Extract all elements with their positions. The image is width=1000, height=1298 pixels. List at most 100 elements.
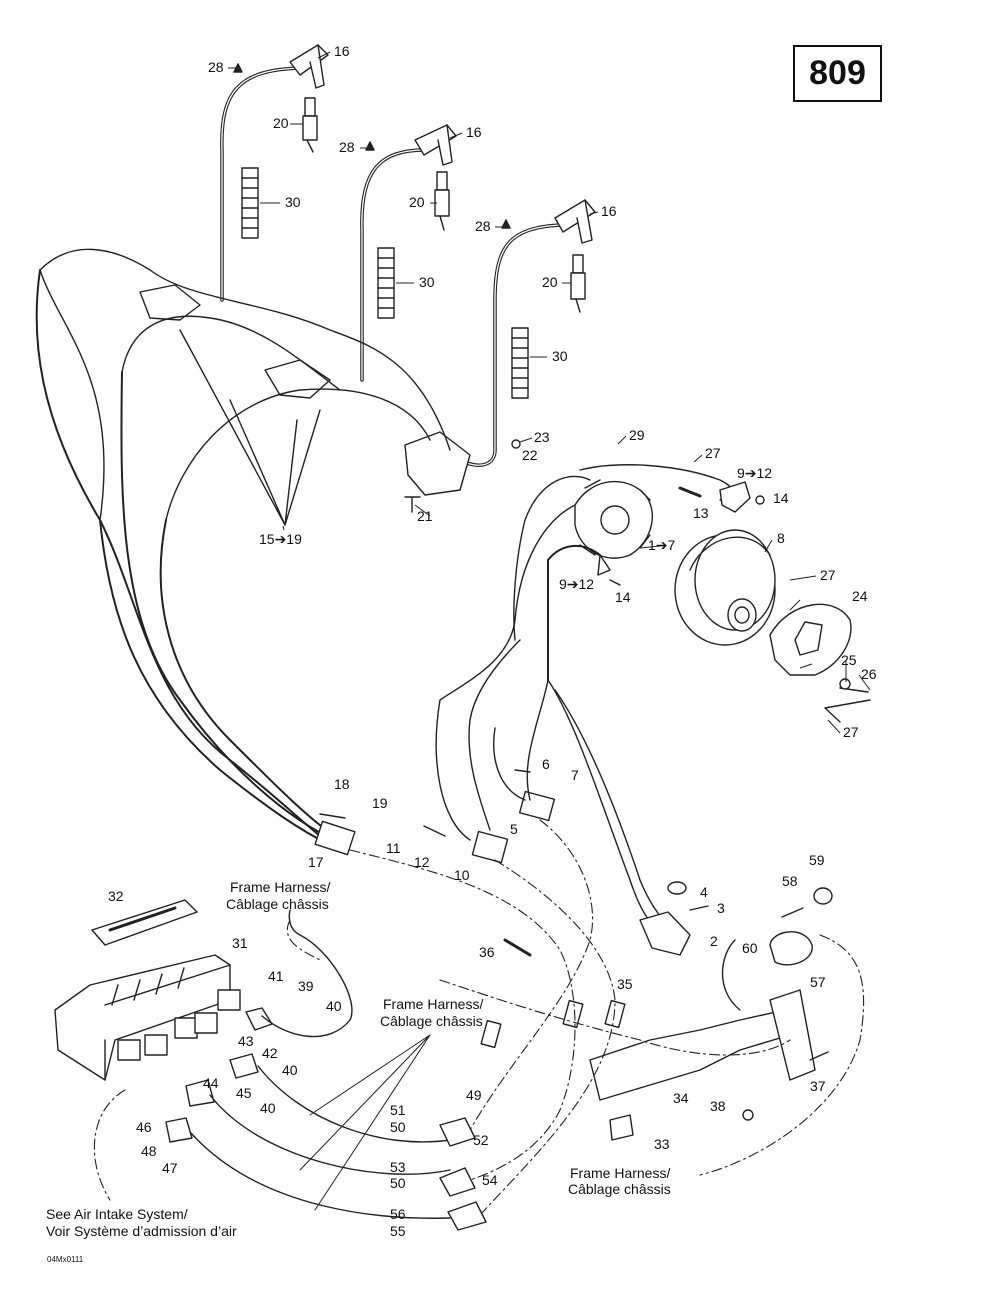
callout-label: 43 xyxy=(238,1033,254,1049)
callout-label: 46 xyxy=(136,1119,152,1135)
callout-label: 28 xyxy=(339,139,355,155)
frame-harness-note: Frame Harness/ xyxy=(230,879,330,895)
callout-label: 22 xyxy=(522,447,538,463)
callout-label: 48 xyxy=(141,1143,157,1159)
flywheel xyxy=(674,529,776,646)
callout-label: 16 xyxy=(334,43,350,59)
callout-label: 35 xyxy=(617,976,633,992)
connector-10 xyxy=(471,830,509,864)
callout-label: 30 xyxy=(285,194,301,210)
callout-label: 3 xyxy=(717,900,725,916)
callout-label: 42 xyxy=(262,1045,278,1061)
ignition-coil-group xyxy=(39,44,596,526)
callout-label: 30 xyxy=(552,348,568,364)
callout-label: 44 xyxy=(203,1075,219,1091)
air-intake-note: Voir Système d’admission d’air xyxy=(46,1223,237,1239)
callout-label: 58 xyxy=(782,873,798,889)
callout-label: 25 xyxy=(841,652,857,668)
callout-label: 60 xyxy=(742,940,758,956)
callout-label: 9➔12 xyxy=(737,465,772,481)
callout-label: 40 xyxy=(326,998,342,1014)
callout-label: 27 xyxy=(705,445,721,461)
connector-5 xyxy=(518,790,556,822)
leader-lines xyxy=(228,51,871,734)
callout-label: 34 xyxy=(673,1090,689,1106)
callout-label: 17 xyxy=(308,854,324,870)
callout-label: 1➔7 xyxy=(648,537,676,553)
callout-label: 31 xyxy=(232,935,248,951)
callout-label: 16 xyxy=(601,203,617,219)
callout-label: 54 xyxy=(482,1172,498,1188)
callout-label: 10 xyxy=(454,867,470,883)
callout-label: 18 xyxy=(334,776,350,792)
frame-harness-note: Frame Harness/ xyxy=(570,1165,670,1181)
frame-harness-route xyxy=(286,819,865,1216)
wire-sleeve xyxy=(511,327,529,399)
callout-label: 41 xyxy=(268,968,284,984)
engine-harness xyxy=(35,269,341,846)
spark-plug xyxy=(434,171,450,231)
wire-sleeve xyxy=(377,247,395,319)
callout-label: 36 xyxy=(479,944,495,960)
drawing-code: 04Mx0111 xyxy=(47,1255,84,1264)
mounting-bracket xyxy=(589,989,829,1141)
trigger-coil-plate xyxy=(769,603,852,676)
stator-assembly xyxy=(435,464,734,841)
callout-label: 27 xyxy=(820,567,836,583)
callout-label: 5 xyxy=(510,821,518,837)
callout-label: 14 xyxy=(773,490,789,506)
callout-label: 26 xyxy=(861,666,877,682)
callout-label: 49 xyxy=(466,1087,482,1103)
callout-label: 13 xyxy=(693,505,709,521)
callout-label: 50 xyxy=(390,1119,406,1135)
callout-label: 29 xyxy=(629,427,645,443)
callout-label: 57 xyxy=(810,974,826,990)
frame-harness-note: Câblage châssis xyxy=(226,896,329,912)
callout-label: 23 xyxy=(534,429,550,445)
callout-label: 9➔12 xyxy=(559,576,594,592)
page-number-box: 809 xyxy=(793,45,882,102)
callout-label: 6 xyxy=(542,756,550,772)
decal-32 xyxy=(91,899,198,946)
callout-label: 20 xyxy=(409,194,425,210)
callout-label: 50 xyxy=(390,1175,406,1191)
callout-label: 15➔19 xyxy=(259,531,302,547)
callout-label: 11 xyxy=(386,840,401,856)
callout-label: 19 xyxy=(372,795,388,811)
callout-label: 37 xyxy=(810,1078,826,1094)
callout-label: 30 xyxy=(419,274,435,290)
callout-label: 7 xyxy=(571,767,579,783)
callout-label: 45 xyxy=(236,1085,252,1101)
callout-label: 20 xyxy=(273,115,289,131)
spark-plug xyxy=(302,97,318,153)
callout-label: 56 xyxy=(390,1206,406,1222)
callout-label: 32 xyxy=(108,888,124,904)
callout-label: 51 xyxy=(390,1102,406,1118)
air-intake-note: See Air Intake System/ xyxy=(46,1206,188,1222)
callout-label: 52 xyxy=(473,1132,489,1148)
callout-label: 28 xyxy=(475,218,491,234)
callout-label: 14 xyxy=(615,589,631,605)
spark-plug xyxy=(570,254,586,313)
callout-label: 20 xyxy=(542,274,558,290)
callout-label: 2 xyxy=(710,933,718,949)
callout-label: 21 xyxy=(417,508,433,524)
callout-label: 12 xyxy=(414,854,430,870)
callout-label: 8 xyxy=(777,530,785,546)
frame-harness-note: Câblage châssis xyxy=(380,1013,483,1029)
callout-label: 16 xyxy=(466,124,482,140)
ecu-module xyxy=(54,954,241,1081)
pickup-coil xyxy=(719,481,765,513)
callout-label: 40 xyxy=(282,1062,298,1078)
frame-harness-note: Câblage châssis xyxy=(568,1181,671,1197)
callout-label: 53 xyxy=(390,1159,406,1175)
callout-label: 28 xyxy=(208,59,224,75)
connector-17 xyxy=(314,820,356,856)
callout-label: 55 xyxy=(390,1223,406,1239)
callout-label: 59 xyxy=(809,852,825,868)
wire-sleeve xyxy=(241,167,259,239)
callout-label: 39 xyxy=(298,978,314,994)
